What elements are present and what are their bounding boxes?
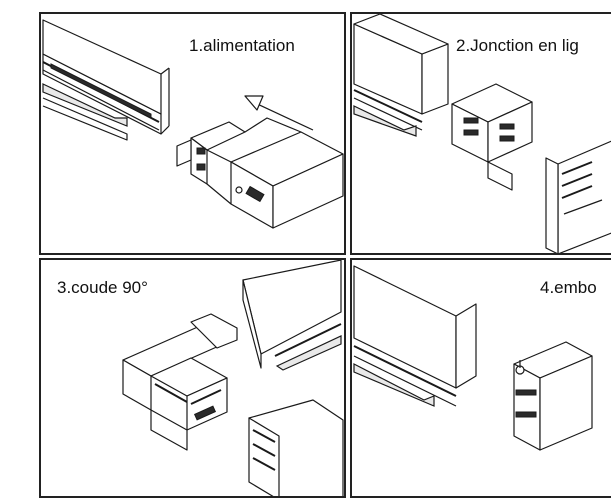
caption-embout: 4.embo [540,278,597,297]
feeder-connector [176,117,344,229]
straight-joint-illustration [353,14,611,253]
track-profile-top [242,260,342,371]
track-profile [353,265,477,407]
track-end [545,140,611,253]
panel-coude: 3.coude 90° [39,258,346,498]
joint-connector [451,83,533,191]
panel-embout: 4.embo [350,258,611,498]
end-cap [513,341,593,451]
caption-jonction: 2.Jonction en lig [456,36,579,55]
corner-90-illustration [122,260,344,496]
caption-alimentation: 1.alimentation [189,36,295,55]
caption-coude: 3.coude 90° [57,278,148,297]
arrow-icon [244,95,314,131]
corner-connector [122,313,238,451]
panel-alimentation: 1.alimentation [39,12,346,255]
track-end [248,399,344,496]
panel-jonction: 2.Jonction en lig [350,12,611,255]
end-cap-illustration [353,265,593,451]
track-profile [353,14,449,137]
track-profile [42,19,170,141]
power-feed-illustration [42,19,344,229]
